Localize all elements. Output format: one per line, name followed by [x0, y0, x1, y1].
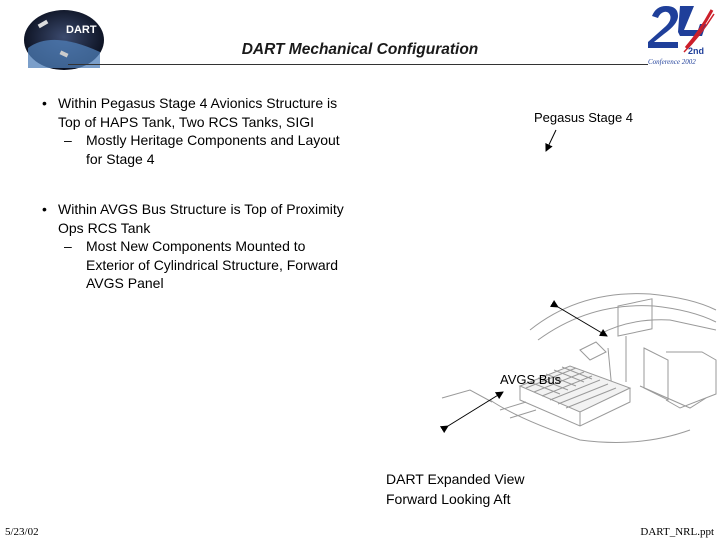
conference-logo-caption: Conference 2002 — [648, 58, 696, 66]
title-rule-left — [68, 64, 195, 65]
figure-caption: DART Expanded View Forward Looking Aft — [386, 469, 525, 509]
sub-bullet-text: Most New Components Mounted to Exterior … — [86, 238, 339, 291]
dash-marker: – — [64, 132, 72, 148]
slide-title: DART Mechanical Configuration — [241, 41, 479, 58]
avgs-bus-drawing — [430, 290, 720, 450]
conference-logo: 2nd Conference 2002 — [640, 2, 716, 68]
footer-date: 5/23/02 — [5, 526, 39, 538]
bullet-list: Within Pegasus Stage 4 Avionics Structur… — [40, 94, 348, 293]
pegasus-arrow — [545, 129, 557, 152]
dart-logo-text: DART — [66, 24, 97, 36]
avgs-bus-label: AVGS Bus — [500, 372, 562, 387]
caption-line-2: Forward Looking Aft — [386, 491, 511, 507]
dash-marker: – — [64, 238, 72, 254]
conference-logo-text: 2nd — [688, 46, 704, 56]
pegasus-stage-label: Pegasus Stage 4 — [534, 110, 634, 125]
dart-logo: DART — [22, 8, 106, 72]
caption-line-1: DART Expanded View — [386, 471, 525, 487]
bullet-item: Within AVGS Bus Structure is Top of Prox… — [40, 200, 348, 237]
footer-filename: DART_NRL.ppt — [640, 526, 714, 538]
bullet-item: Within Pegasus Stage 4 Avionics Structur… — [40, 94, 348, 131]
title-rule-right — [527, 64, 648, 65]
sub-bullet-text: Mostly Heritage Components and Layout fo… — [86, 132, 340, 167]
title-rule — [195, 64, 527, 65]
sub-bullet-item: – Most New Components Mounted to Exterio… — [40, 237, 346, 293]
sub-bullet-item: – Mostly Heritage Components and Layout … — [40, 131, 346, 168]
